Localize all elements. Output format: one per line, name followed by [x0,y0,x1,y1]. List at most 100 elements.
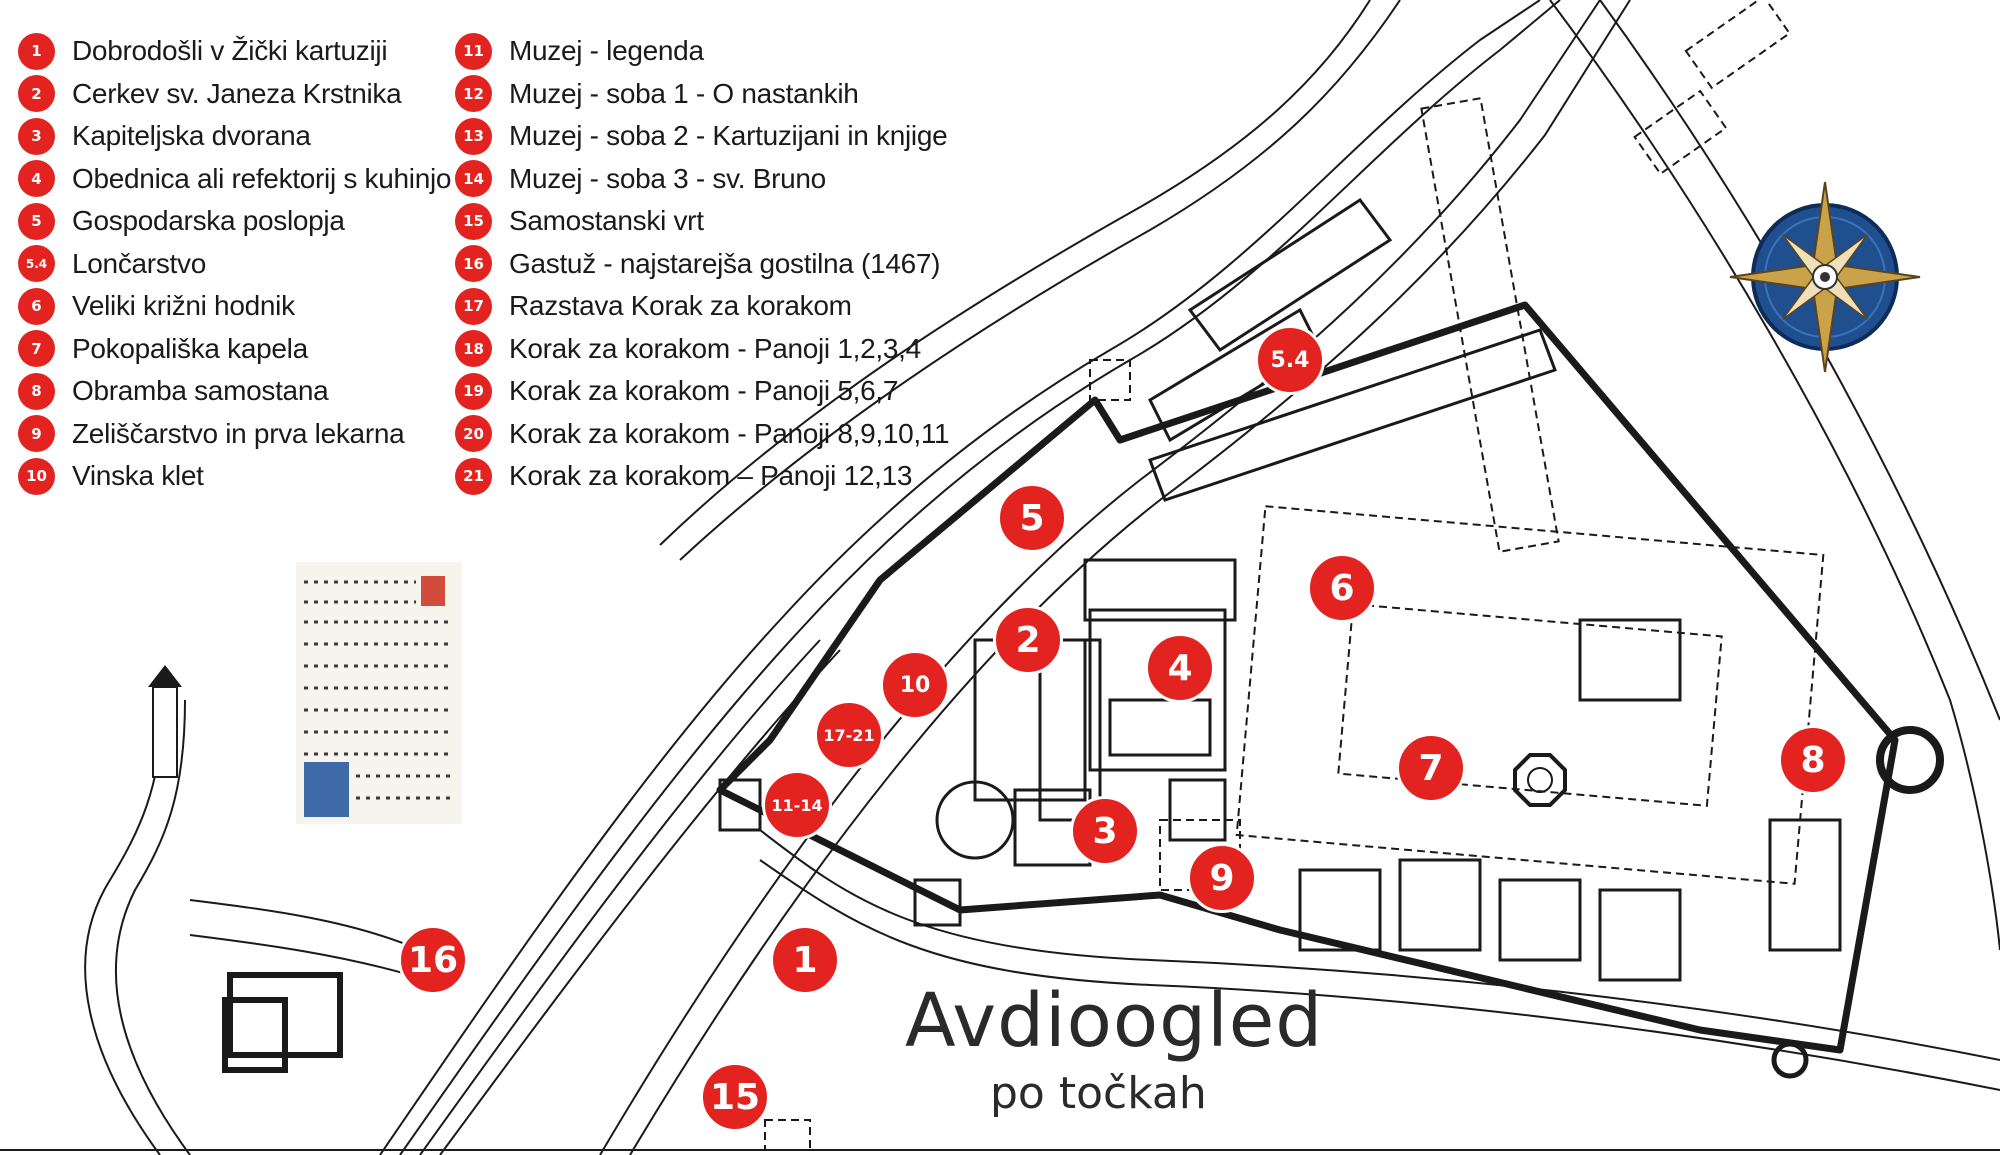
legend-item: 2 Cerkev sv. Janeza Krstnika [18,73,451,116]
legend-label: Muzej - soba 2 - Kartuzijani in knjige [509,120,948,152]
chapel-inner [1527,767,1553,793]
legend-label: Razstava Korak za korakom [509,290,852,322]
path-16 [189,899,421,951]
compass-rose-icon [1729,181,1921,373]
legend-label: Obednica ali refektorij s kuhinjo [72,162,452,194]
marker-8[interactable]: 8 [1778,725,1848,795]
legend-number: 10 [18,457,55,495]
dashed-ruin-1 [1684,0,1791,90]
octagon-chapel-icon [1513,753,1567,807]
marker-11-14[interactable]: 11-14 [762,770,832,840]
legend-label: Cerkev sv. Janeza Krstnika [72,77,402,109]
legend-number: 4 [18,160,55,198]
path-16b [189,934,411,976]
cell-row-2 [1398,858,1482,952]
marker-16[interactable]: 16 [398,925,468,995]
legend-number: 12 [455,75,492,113]
legend-number: 15 [455,202,492,240]
path-left-loop [84,699,166,1155]
legend-label: Vinska klet [72,460,204,492]
refectory [1088,608,1227,772]
road-outer [599,0,1601,1155]
legend-item: 9 Zeliščarstvo in prva lekarna [18,413,451,456]
legend-label: Samostanski vrt [509,205,704,237]
legend-label: Muzej - soba 1 - O nastankih [509,77,859,109]
legend-label: Korak za korakom - Panoji 8,9,10,11 [509,417,950,449]
legend-label: Obramba samostana [72,375,329,407]
marker-5[interactable]: 5 [997,483,1067,553]
side-room-3 [1168,778,1227,842]
marker-1[interactable]: 1 [770,925,840,995]
church-apse [935,780,1015,860]
marker-4[interactable]: 4 [1145,633,1215,703]
legend-item: 8 Obramba samostana [18,370,451,413]
legend-number: 9 [18,415,55,453]
dashed-ruin-3 [1420,97,1560,553]
legend-item: 1 Dobrodošli v Žički kartuziji [18,30,451,73]
marker-3[interactable]: 3 [1070,796,1140,866]
north-arrow-icon [148,665,182,778]
marker-7[interactable]: 7 [1396,733,1466,803]
wing-economic-2 [1187,197,1393,353]
marker-10[interactable]: 10 [880,650,950,720]
path-bottom [759,829,2000,1061]
west-tower [718,778,762,832]
legend-label: Zeliščarstvo in prva lekarna [72,417,405,449]
legend-number: 13 [455,117,492,155]
right-edge-road [1549,0,2000,951]
path-bottom-2 [759,859,2000,1091]
cell-right-2 [1768,818,1842,952]
legend-number: 7 [18,330,55,368]
legend-label: Gastuž - najstarejša gostilna (1467) [509,247,941,279]
marker-2[interactable]: 2 [993,605,1063,675]
path-left-loop-2 [114,699,191,1155]
marker-9[interactable]: 9 [1187,843,1257,913]
legend-number: 6 [18,287,55,325]
wall-outer-far-2 [659,0,1371,546]
dashed-ruin-4 [1089,359,1131,401]
legend-item: 10 Vinska klet [18,455,451,498]
monastery-outer-wall [716,301,1899,1054]
wall-outer-far [679,0,1401,561]
manuscript-image [296,562,462,824]
legend-item: 4 Obednica ali refektorij s kuhinjo [18,158,452,201]
marker-6[interactable]: 6 [1307,553,1377,623]
legend-item: 19 Korak za korakom - Panoji 5,6,7 [455,370,949,413]
legend-number: 3 [18,117,55,155]
legend-label: Lončarstvo [72,247,206,279]
marker-5-4[interactable]: 5.4 [1255,325,1325,395]
cell-row-1 [1298,868,1382,952]
river-left-b [399,0,1561,1155]
tower-bottom [1771,1041,1809,1079]
river-left-d [439,649,841,1155]
legend-number: 2 [18,75,55,113]
legend-number: 19 [455,372,492,410]
legend-label: Korak za korakom – Panoji 12,13 [509,460,913,492]
legend-item: 13 Muzej - soba 2 - Kartuzijani in knjige [455,115,949,158]
river-left-c [419,639,821,1155]
legend-label: Kapiteljska dvorana [72,120,311,152]
legend-number: 8 [18,372,55,410]
legend-left: 1 Dobrodošli v Žički kartuziji 2 Cerkev sv… [18,30,452,498]
gastuz-annex [222,997,288,1073]
map-subtitle: po točkah [990,1068,1207,1119]
legend-label: Korak za korakom - Panoji 5,6,7 [509,375,899,407]
kitchen [1083,558,1237,622]
marker-15[interactable]: 15 [700,1062,770,1132]
legend-label: Dobrodošli v Žički kartuziji [72,35,388,67]
legend-number: 1 [18,32,55,70]
cell-row-3 [1498,878,1582,962]
road-outer-2 [629,0,1631,1155]
legend-label: Gospodarska poslopja [72,205,345,237]
marker-17-21[interactable]: 17-21 [814,700,884,770]
